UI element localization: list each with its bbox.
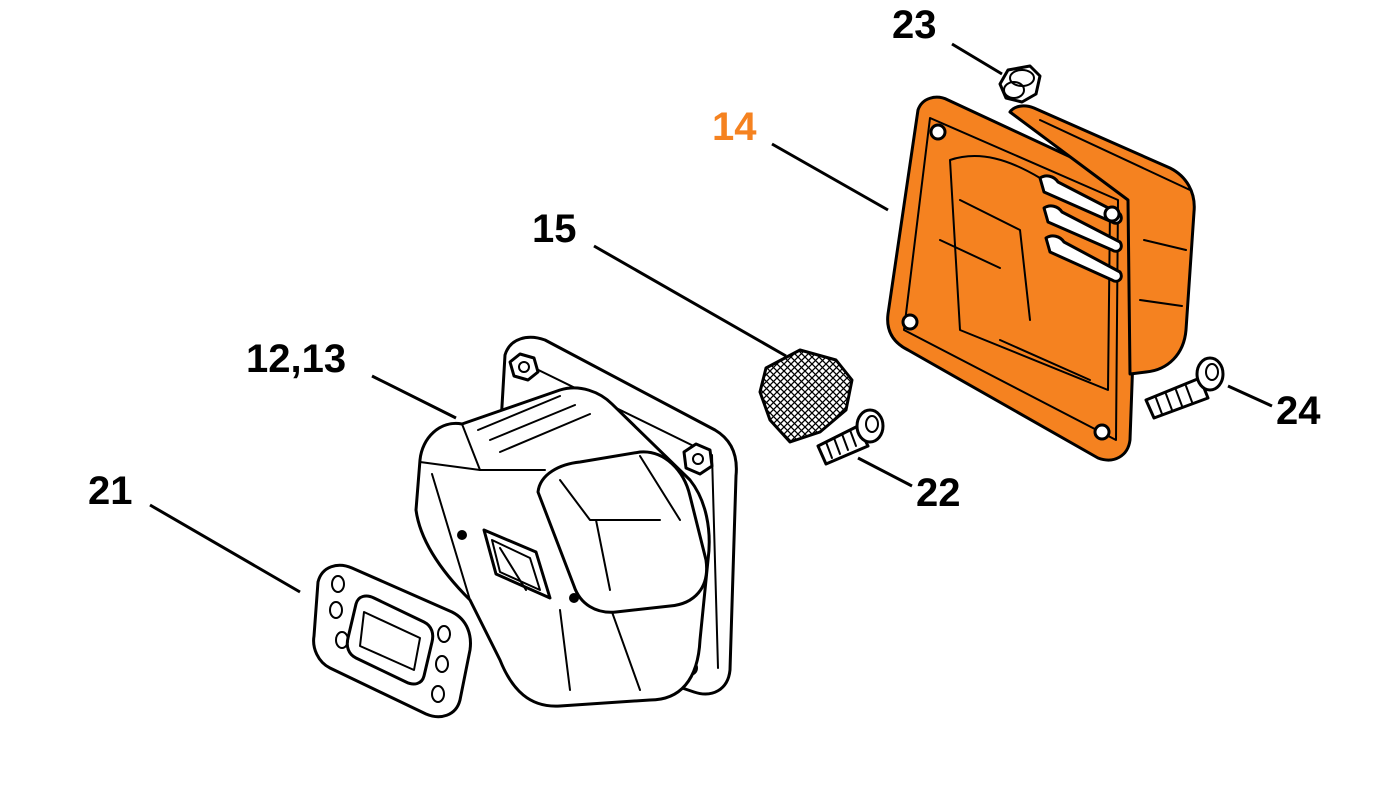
callout-23[interactable]: 23 xyxy=(892,3,937,47)
gasket-part-21[interactable] xyxy=(312,563,472,719)
callout-12-13[interactable]: 12,13 xyxy=(246,337,346,381)
muffler-cover-part-14[interactable] xyxy=(886,95,1196,462)
callout-24[interactable]: 24 xyxy=(1276,389,1321,433)
leader-23 xyxy=(951,42,1003,76)
callout-15[interactable]: 15 xyxy=(532,207,577,251)
leader-12-13 xyxy=(371,374,457,420)
screw-part-24[interactable] xyxy=(1144,356,1225,420)
callouts: 23 14 15 12,13 21 22 24 xyxy=(88,3,1321,515)
spark-screen-part-15[interactable] xyxy=(758,348,854,444)
callout-22[interactable]: 22 xyxy=(916,471,961,515)
callout-14[interactable]: 14 xyxy=(712,105,757,149)
leader-lines xyxy=(149,42,1273,594)
muffler-part-12-13[interactable] xyxy=(414,335,738,708)
leader-14 xyxy=(771,142,889,212)
nut-part-23[interactable] xyxy=(998,64,1042,104)
leader-21 xyxy=(149,503,301,594)
screw-part-22[interactable] xyxy=(816,408,885,466)
leader-24 xyxy=(1227,384,1273,408)
callout-21[interactable]: 21 xyxy=(88,469,133,513)
cover-flange xyxy=(886,95,1140,462)
leader-22 xyxy=(857,456,913,488)
leader-15 xyxy=(593,244,787,358)
